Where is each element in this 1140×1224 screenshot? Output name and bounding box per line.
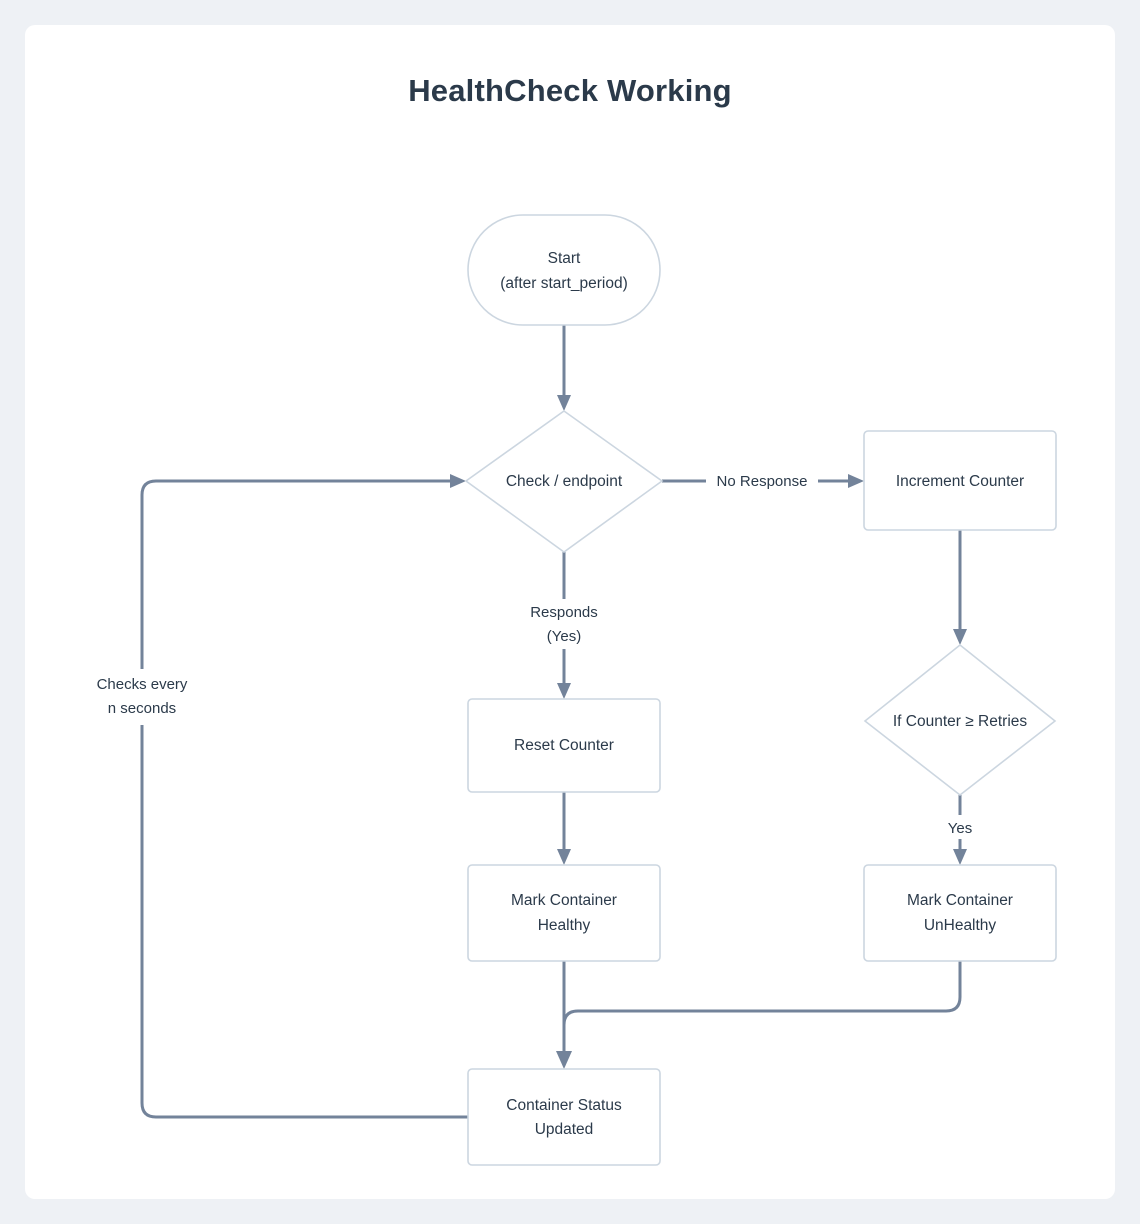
node-container-status-updated-label-line2: Updated	[535, 1121, 594, 1138]
node-mark-container-unhealthy-label-line2: UnHealthy	[924, 917, 997, 934]
edge-label-yes: Yes	[948, 820, 972, 837]
node-increment-counter-label: Increment Counter	[896, 473, 1024, 490]
node-reset-counter-label: Reset Counter	[514, 737, 614, 754]
page-title: HealthCheck Working	[408, 73, 732, 108]
node-start-label-line1: Start	[548, 250, 581, 267]
node-mark-container-unhealthy-label-line1: Mark Container	[907, 892, 1013, 909]
node-mark-container-healthy-label-line2: Healthy	[538, 917, 591, 934]
edge-unhealthy-to-status	[562, 961, 962, 1053]
edge-label-loop-line2: n seconds	[108, 700, 176, 717]
node-mark-container-unhealthy[interactable]: Mark Container UnHealthy	[863, 864, 1057, 962]
flowchart-canvas: No Response Responds (Yes) Yes	[97, 214, 1057, 1166]
edge-reset-to-healthy	[557, 792, 571, 865]
node-start[interactable]: Start (after start_period)	[467, 214, 661, 326]
node-check-endpoint[interactable]: Check / endpoint	[464, 410, 664, 553]
node-mark-container-healthy-label-line1: Mark Container	[511, 892, 617, 909]
edge-label-responds-line1: Responds	[530, 604, 598, 621]
edge-check-to-reset: Responds (Yes)	[530, 552, 598, 699]
node-if-counter-retries-label: If Counter ≥ Retries	[893, 713, 1028, 730]
node-mark-container-healthy[interactable]: Mark Container Healthy	[467, 864, 661, 962]
node-if-counter-retries[interactable]: If Counter ≥ Retries	[863, 643, 1057, 797]
edge-label-responds-line2: (Yes)	[547, 628, 581, 645]
edge-label-no-response: No Response	[717, 473, 808, 490]
edge-status-to-check-loop: Checks every n seconds	[97, 474, 468, 1119]
edge-start-to-check	[557, 325, 571, 411]
diagram-card: HealthCheck Working No Response Respond	[25, 25, 1115, 1199]
node-container-status-updated[interactable]: Container Status Updated	[467, 1068, 661, 1166]
node-increment-counter[interactable]: Increment Counter	[863, 430, 1057, 531]
node-reset-counter[interactable]: Reset Counter	[467, 698, 661, 793]
node-start-label-line2: (after start_period)	[500, 275, 628, 292]
edge-label-loop-line1: Checks every	[97, 676, 188, 693]
edge-retries-to-unhealthy: Yes	[948, 795, 972, 865]
edge-increment-to-retries	[953, 530, 967, 645]
node-check-endpoint-label: Check / endpoint	[506, 473, 623, 490]
edge-check-to-increment: No Response	[662, 473, 864, 490]
node-container-status-updated-label-line1: Container Status	[506, 1097, 622, 1114]
